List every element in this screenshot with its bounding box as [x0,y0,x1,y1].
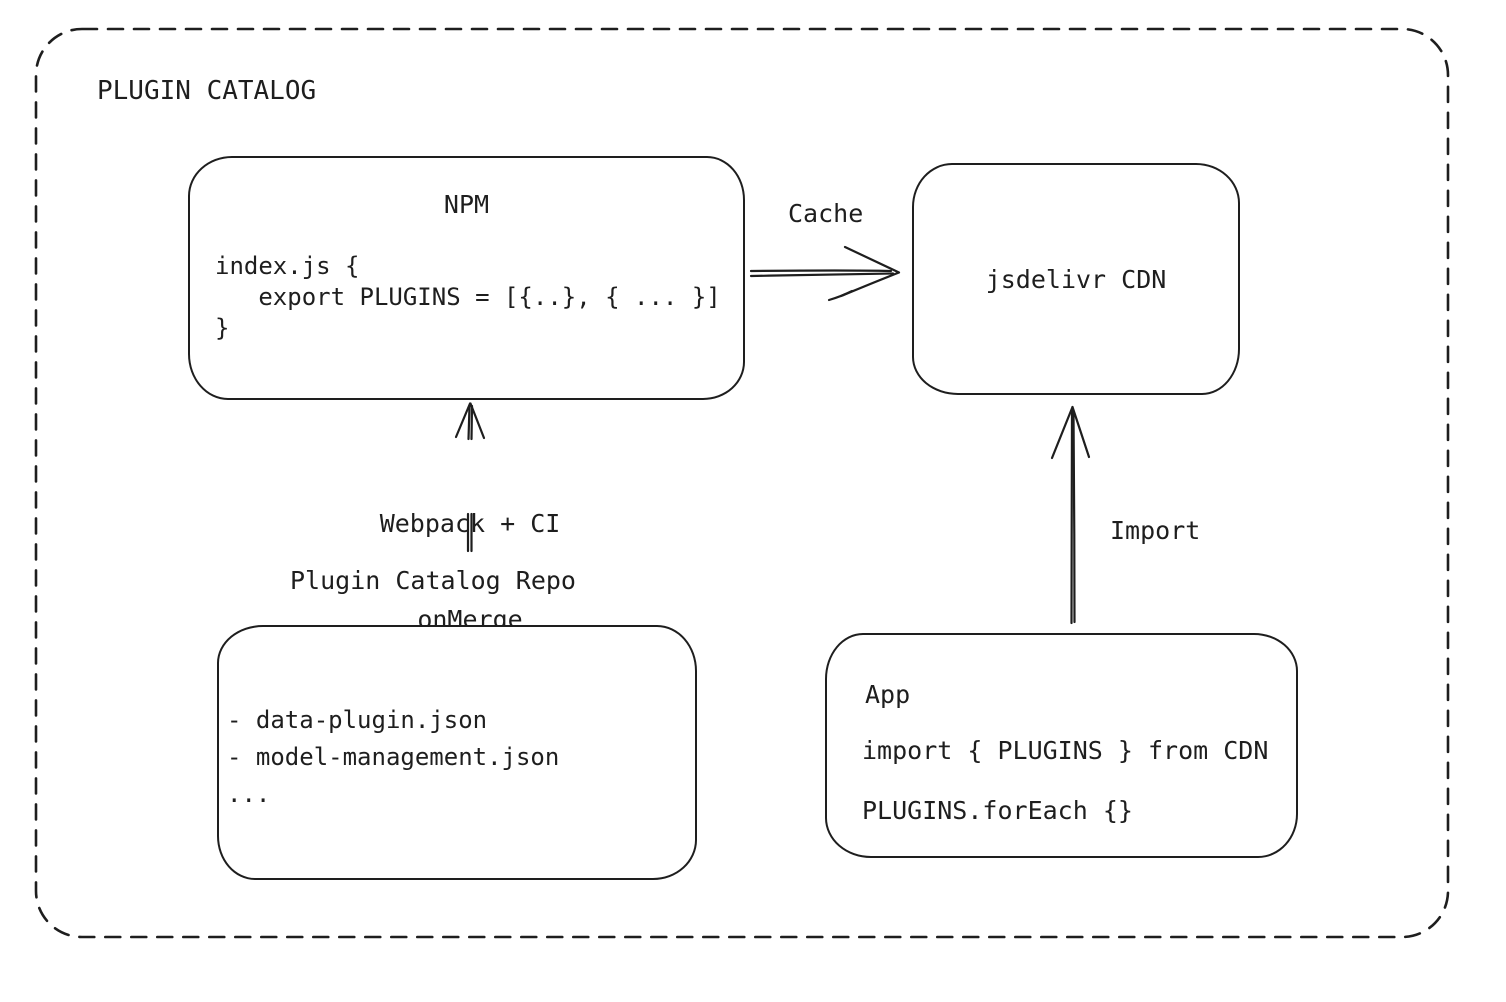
cache-arrow-label: Cache [788,199,864,228]
npm-code-line: index.js { [215,252,360,280]
app-code-line: import { PLUGINS } from CDN [862,736,1269,765]
app-title: App [865,680,911,709]
repo-node-label: Plugin Catalog Repo [290,566,576,595]
dashed-frame [34,27,1450,939]
build-arrow [454,402,486,553]
repo-list-item: - model-management.json [227,743,560,771]
npm-code-line: export PLUGINS = [{..}, { ... }] [215,283,721,311]
npm-code-line: } [215,314,230,342]
app-code-line: PLUGINS.forEach {} [862,796,1133,825]
cache-arrow [749,245,901,302]
build-arrow-label-line1: Webpack + CI [379,509,561,538]
diagram-title: PLUGIN CATALOG [97,76,317,106]
node-repo: - data-plugin.json - model-management.js… [217,625,697,880]
import-arrow [1050,405,1091,625]
node-app: App import { PLUGINS } from CDN PLUGINS.… [825,633,1298,858]
repo-list-item: ... [227,780,271,808]
node-npm: NPM index.js { export PLUGINS = [{..}, {… [188,156,745,400]
node-cdn: jsdelivr CDN [912,163,1240,395]
import-arrow-label: Import [1110,516,1201,545]
npm-title: NPM [443,190,490,219]
cdn-title: jsdelivr CDN [985,264,1167,294]
repo-list-item: - data-plugin.json [227,706,488,734]
